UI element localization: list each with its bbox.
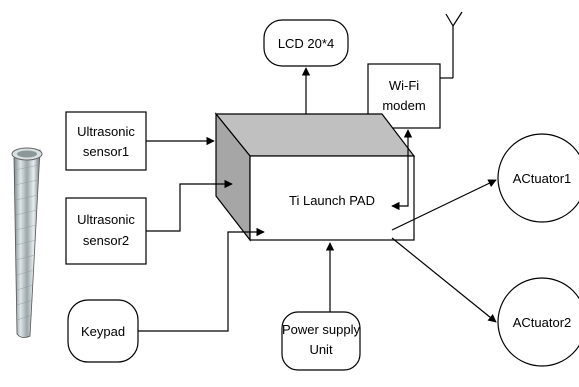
lcd-block: LCD 20*4 xyxy=(263,19,349,67)
arrow-keypad-to-mcu xyxy=(138,227,265,332)
wifi-modem-block: Wi-Fi modem xyxy=(367,63,441,129)
actuator1-block: ACtuator1 xyxy=(497,133,579,223)
lcd-label: LCD 20*4 xyxy=(278,36,334,51)
ultrasonic-sensor2-block: Ultrasonic sensor2 xyxy=(65,197,147,265)
wifi-label-line1: Wi-Fi xyxy=(389,78,419,93)
mcu-top-face xyxy=(214,113,416,157)
mcu-block: Ti Launch PAD xyxy=(214,112,416,242)
us2-label-line1: Ultrasonic xyxy=(77,212,135,227)
psu-label-line1: Power supply xyxy=(282,322,361,337)
keypad-block: Keypad xyxy=(67,299,139,363)
arrow-mcu-to-actuator2 xyxy=(391,237,497,323)
mcu-front-face xyxy=(249,155,415,241)
power-supply-block: Power supply Unit xyxy=(281,311,361,371)
us1-label-line2: sensor1 xyxy=(83,144,129,159)
wifi-label-line2: modem xyxy=(382,98,425,113)
mcu-label: Ti Launch PAD xyxy=(289,193,375,208)
us1-label-line1: Ultrasonic xyxy=(77,124,135,139)
actuator1-label: ACtuator1 xyxy=(513,171,572,186)
actuator2-label: ACtuator2 xyxy=(513,315,572,330)
arrow-mcu-to-actuator1 xyxy=(391,179,497,231)
psu-label-line2: Unit xyxy=(309,342,333,357)
us2-label-line2: sensor2 xyxy=(83,233,129,248)
actuator2-block: ACtuator2 xyxy=(497,277,579,367)
connections xyxy=(138,67,497,332)
arrow-us2-to-mcu xyxy=(146,179,233,232)
keypad-label: Keypad xyxy=(81,324,125,339)
antenna-icon xyxy=(440,11,463,79)
ultrasonic-sensor1-block: Ultrasonic sensor1 xyxy=(65,111,147,171)
arrow-mcu-wifi xyxy=(391,129,413,211)
steel-pipe-icon xyxy=(11,147,43,338)
